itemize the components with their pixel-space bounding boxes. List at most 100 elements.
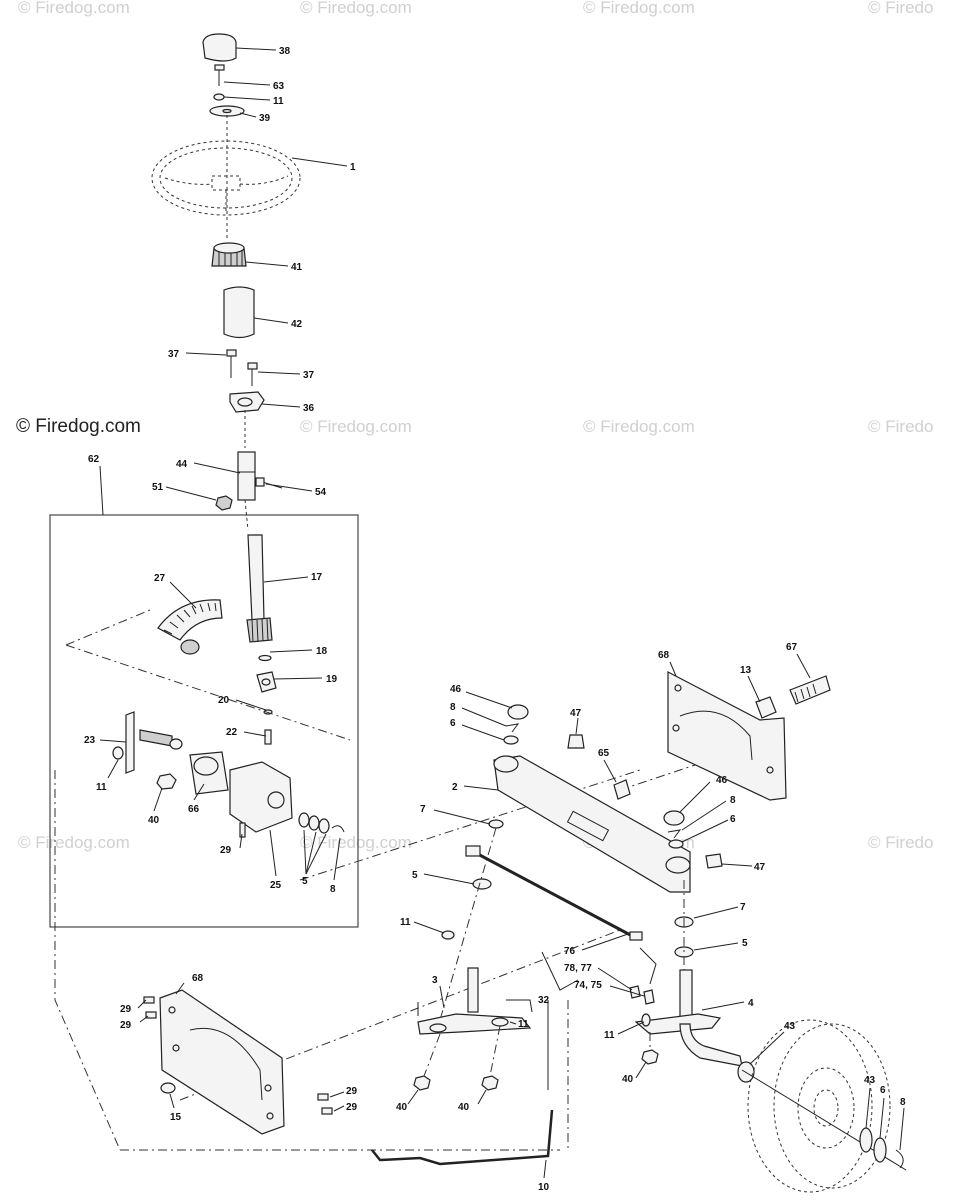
bolt	[247, 362, 258, 370]
column-sleeve	[223, 286, 255, 339]
bolt	[226, 349, 237, 357]
spindle-axle	[679, 1023, 743, 1067]
part-label: 8	[900, 1097, 906, 1108]
part-label: 66	[188, 804, 200, 815]
part-label: 41	[291, 262, 303, 273]
bolt	[317, 1093, 329, 1101]
part-label: 20	[218, 695, 230, 706]
steering-gear-group	[65, 534, 351, 838]
steering-column-group	[151, 33, 301, 531]
spindle-arm	[634, 1013, 722, 1035]
part-label: 40	[396, 1102, 408, 1113]
axle-bracket	[667, 671, 787, 801]
washer	[258, 654, 272, 662]
pinion-gear	[246, 617, 273, 643]
flat-washer	[318, 818, 330, 834]
part-label: 11	[400, 917, 411, 928]
part-label: 36	[303, 403, 315, 414]
part-label: 65	[598, 748, 610, 759]
part-label: 68	[658, 650, 670, 661]
part-label: 37	[303, 370, 315, 381]
part-label: 43	[864, 1075, 876, 1086]
hex-nut	[156, 773, 177, 790]
steering-shaft	[247, 534, 265, 621]
part-label: 6	[880, 1085, 886, 1096]
part-label: 8	[450, 702, 456, 713]
shoulder-bolt	[789, 675, 831, 705]
washer	[873, 1137, 887, 1163]
part-label: 17	[311, 572, 323, 583]
part-label: 29	[120, 1020, 132, 1031]
ball-joint	[465, 845, 481, 857]
part-label: 7	[740, 902, 746, 913]
steering-cap	[202, 33, 237, 62]
part-label: 40	[148, 815, 160, 826]
jam-nut	[643, 989, 655, 1005]
jam-nut	[629, 985, 641, 999]
threaded-stud	[139, 729, 173, 747]
lock-washer	[213, 93, 225, 101]
hex-nut	[641, 1049, 659, 1065]
part-label: 43	[784, 1021, 796, 1032]
part-label: 44	[176, 459, 188, 470]
part-label: 27	[154, 573, 166, 584]
part-label: 11	[96, 782, 107, 793]
bolt	[264, 729, 272, 745]
grease-cap	[507, 704, 529, 720]
part-label: 5	[742, 938, 748, 949]
watermark: © Firedog.com	[300, 833, 412, 852]
part-label: 68	[192, 973, 204, 984]
part-label: 67	[786, 642, 798, 653]
washer	[668, 839, 684, 849]
drag-link-group	[465, 845, 657, 1005]
hex-nut	[215, 495, 233, 511]
gear-bracket	[229, 761, 293, 833]
bushing	[613, 779, 631, 800]
watermark: © Firedo	[868, 417, 933, 436]
retaining-ring	[895, 1149, 904, 1169]
part-label: 10	[538, 1182, 550, 1193]
part-label: 32	[538, 995, 550, 1006]
bushing	[160, 1082, 176, 1094]
steering-wheel	[151, 115, 301, 240]
part-label: 39	[259, 113, 271, 124]
screw	[239, 822, 246, 838]
part-label: 74, 75	[574, 980, 602, 991]
part-label: 29	[346, 1102, 358, 1113]
spindle-right	[634, 969, 755, 1083]
part-label: 4	[748, 998, 754, 1009]
part-label: 6	[730, 814, 736, 825]
part-label: 11	[518, 1019, 529, 1030]
part-label: 51	[152, 482, 164, 493]
axle-bracket-right	[613, 671, 831, 801]
part-labels: 38 63 11 39 1 41 42 37 37 36 62 44 51 54…	[84, 46, 906, 1193]
spacer	[755, 696, 777, 719]
lock-washer	[441, 930, 455, 940]
part-label: 62	[88, 454, 100, 465]
axle-bracket-left	[143, 989, 333, 1135]
part-label: 11	[604, 1030, 615, 1041]
part-label: 37	[168, 349, 180, 360]
flat-washer	[308, 815, 320, 831]
part-label: 8	[730, 795, 736, 806]
mounting-plate	[125, 711, 135, 774]
bolt	[255, 477, 265, 487]
part-label: 40	[458, 1102, 470, 1113]
part-label: 63	[273, 81, 285, 92]
part-label: 6	[450, 718, 456, 729]
watermark: © Firedo	[868, 833, 933, 852]
part-label: 22	[226, 727, 238, 738]
lock-washer	[112, 746, 124, 760]
part-label: 29	[220, 845, 232, 856]
part-label: 29	[346, 1086, 358, 1097]
part-label: 5	[302, 876, 308, 887]
bolt	[321, 1107, 333, 1115]
watermark-layer: © Firedog.com © Firedog.com © Firedog.co…	[18, 0, 933, 852]
part-label: 23	[84, 735, 96, 746]
part-label: 47	[754, 862, 766, 873]
part-label: 11	[273, 96, 284, 107]
grease-fitting	[705, 853, 723, 869]
lock-washer	[641, 1013, 651, 1027]
part-label: 13	[740, 665, 752, 676]
watermark: © Firedog.com	[18, 0, 130, 17]
